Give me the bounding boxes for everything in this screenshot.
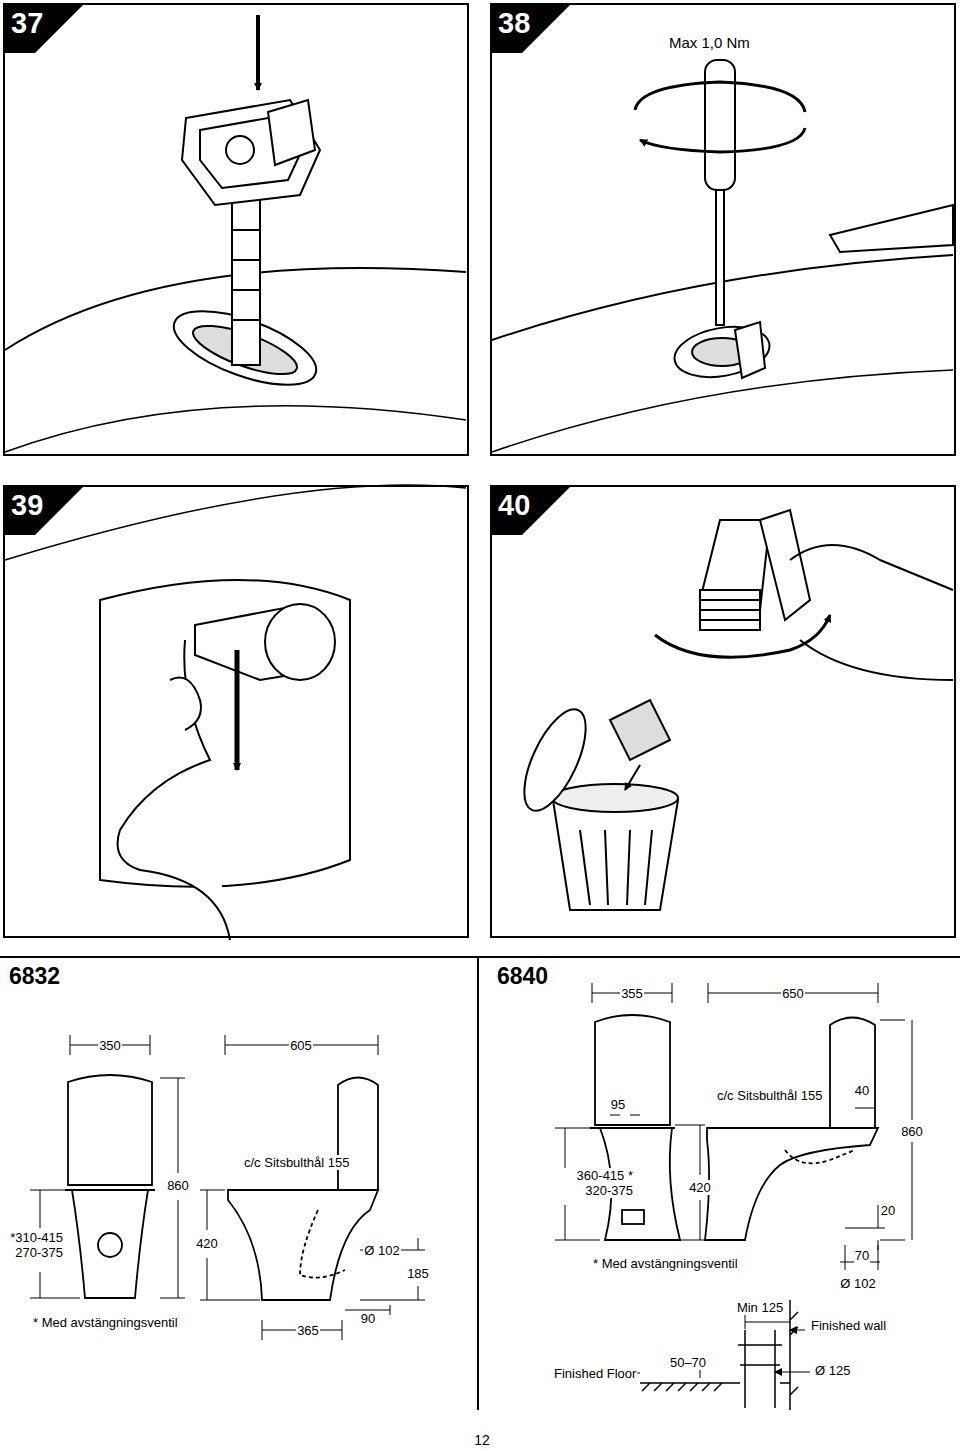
dimension: 650 [781, 986, 805, 1001]
dimension: 90 [360, 1311, 376, 1326]
step-number: 40 [498, 489, 530, 522]
dimension: 40 [854, 1083, 870, 1098]
step-panel: 37 [3, 3, 469, 456]
note: * Med avstängningsventil [32, 1315, 179, 1330]
dimension: 420 [195, 1236, 219, 1251]
torque-note: Max 1,0 Nm [668, 34, 751, 51]
dimension: c/c Sitsbulthål 155 [716, 1088, 828, 1103]
page-number: 12 [473, 1432, 491, 1448]
dimension: 350 [98, 1038, 122, 1053]
dimension: Ø 125 [814, 1363, 851, 1378]
dimension: 95 [610, 1097, 626, 1112]
dimension: 860 [900, 1124, 924, 1139]
dimension: 365 [296, 1323, 320, 1338]
note: Finished Floor [553, 1366, 637, 1381]
dimension: Ø 102 [363, 1243, 400, 1258]
model-number: 6832 [8, 963, 61, 989]
step-panel: 38 [490, 3, 956, 456]
dimension: 20 [880, 1203, 896, 1218]
dimension: 70 [854, 1248, 870, 1263]
dimension: 360-415 * 320-375 [560, 1168, 634, 1198]
note: * Med avstängningsventil [592, 1256, 739, 1271]
model-number: 6840 [496, 963, 549, 989]
dimension: Ø 102 [839, 1276, 876, 1291]
note: Finished wall [810, 1318, 887, 1333]
step-number: 37 [11, 7, 43, 40]
step-panel: 39 [3, 485, 469, 938]
step-number: 39 [11, 489, 43, 522]
step-number: 38 [498, 7, 530, 40]
dimension: 860 [166, 1178, 190, 1193]
dimension: 185 [406, 1266, 430, 1281]
dimension: Min 125 [736, 1300, 784, 1315]
dimension: 605 [289, 1038, 313, 1053]
dimension: 50–70 [669, 1355, 707, 1370]
dimension: c/c Sitsbulthål 155 [243, 1155, 355, 1170]
dimension: *310-415 270-375 [2, 1230, 64, 1260]
dimension: 355 [620, 986, 644, 1001]
dimension: 420 [688, 1180, 712, 1195]
step-panel: 40 [490, 485, 956, 938]
